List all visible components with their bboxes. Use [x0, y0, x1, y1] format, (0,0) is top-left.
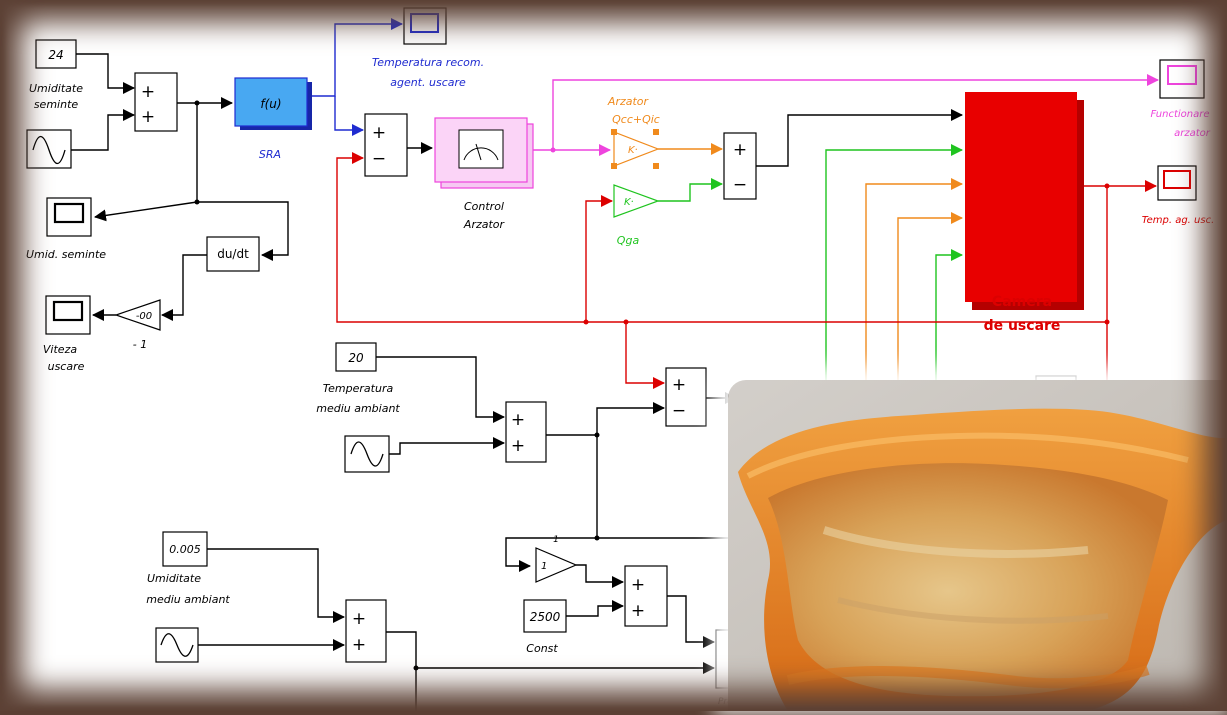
apricot-photo-svg — [728, 380, 1227, 711]
label-umiditate-seminte-1: Umiditate — [29, 82, 83, 95]
wire-sra-to-sum2 — [335, 96, 363, 130]
label-camera: Camera — [992, 294, 1052, 310]
label-uscare: uscare — [48, 360, 85, 373]
label-umiditate-seminte-2: seminte — [34, 98, 79, 111]
sra-fcn-text: f(u) — [260, 97, 281, 111]
wire-sum7-down — [386, 632, 416, 711]
sum-7-plus-b: + — [352, 635, 366, 655]
wire-to-umid-scope — [95, 202, 197, 217]
sum-2-minus: − — [372, 149, 386, 169]
label-arzator-q: Arzator — [607, 95, 650, 108]
wire-sum4-to-sum5 — [546, 408, 664, 435]
wire-sum6-to-product — [667, 596, 714, 642]
dried-apricot-slice-photo — [728, 380, 1227, 711]
label-const: Const — [526, 642, 558, 655]
wire-feedback-to-sum5 — [626, 322, 664, 383]
label-temp-ag-usc: Temp. ag. usc. — [1142, 215, 1215, 226]
wire-feedback-to-qga — [586, 201, 612, 322]
sum-6-plus-b: + — [631, 601, 645, 621]
wire-gain1-to-sum6 — [576, 565, 623, 582]
gain-k-green — [614, 185, 658, 217]
sum-5-minus: − — [672, 401, 686, 421]
sum-1-plus-b: + — [141, 107, 155, 127]
gain-1-text: 1 — [541, 561, 547, 572]
sum-7-plus-a: + — [352, 609, 366, 629]
gauge-icon — [459, 130, 503, 168]
label-gain-minus1: - 1 — [133, 338, 147, 351]
sum-3-minus: − — [733, 175, 747, 195]
label-umiditate-mediu-1: Umiditate — [147, 572, 201, 585]
camera-de-uscare-block — [965, 92, 1077, 302]
label-temp-mediu-1: Temperatura — [323, 382, 394, 395]
label-de-uscare: de uscare — [984, 318, 1061, 334]
wire-sine2-to-sum4 — [389, 443, 504, 454]
sum-6-plus-a: + — [631, 575, 645, 595]
constant-0005-value: 0.005 — [169, 543, 201, 556]
label-qcc-qic: Qcc+Qic — [612, 113, 660, 126]
label-viteza: Viteza — [43, 343, 77, 356]
label-umiditate-mediu-2: mediu ambiant — [146, 593, 230, 606]
label-functionare: Functionare — [1150, 109, 1209, 120]
constant-20-value: 20 — [348, 351, 364, 365]
label-temp-recom-2: agent. uscare — [390, 76, 466, 89]
sum-4-plus-b: + — [511, 436, 525, 456]
sum-2-plus: + — [372, 123, 386, 143]
label-temp-recom-1: Temperatura recom. — [372, 56, 484, 69]
label-temp-mediu-2: mediu ambiant — [316, 402, 400, 415]
sum-5-plus: + — [672, 375, 686, 395]
sum-1-plus-a: + — [141, 82, 155, 102]
wire-0005-to-sum7 — [207, 549, 344, 617]
wire-2500-to-sum6 — [566, 606, 623, 616]
gain-k-orange-text: K· — [628, 145, 638, 156]
sum-4-plus-a: + — [511, 410, 525, 430]
gain-k-green-text: K· — [624, 197, 634, 208]
gain-neg-text: -00 — [136, 311, 152, 322]
derivative-text: du/dt — [217, 247, 249, 261]
label-functionare-arzator: arzator — [1174, 128, 1211, 139]
wire-sine-to-sum — [71, 115, 134, 150]
label-control: Control — [464, 200, 504, 213]
label-umid-seminte: Umid. seminte — [26, 248, 106, 261]
wire-24-to-sum — [76, 54, 134, 88]
label-arzator: Arzator — [463, 218, 506, 231]
label-sra: SRA — [259, 148, 281, 161]
constant-24-value: 24 — [48, 48, 63, 62]
constant-2500-value: 2500 — [530, 610, 561, 624]
wire-sum3-to-camera — [756, 115, 962, 166]
wire-sum4-down — [597, 435, 740, 538]
sum-3-plus: + — [733, 140, 747, 160]
wire-derivative-to-gain — [162, 255, 207, 315]
label-gain-1-top: 1 — [553, 535, 559, 545]
label-qga: Qga — [617, 234, 640, 247]
wire-qga-to-sum3 — [658, 184, 722, 201]
